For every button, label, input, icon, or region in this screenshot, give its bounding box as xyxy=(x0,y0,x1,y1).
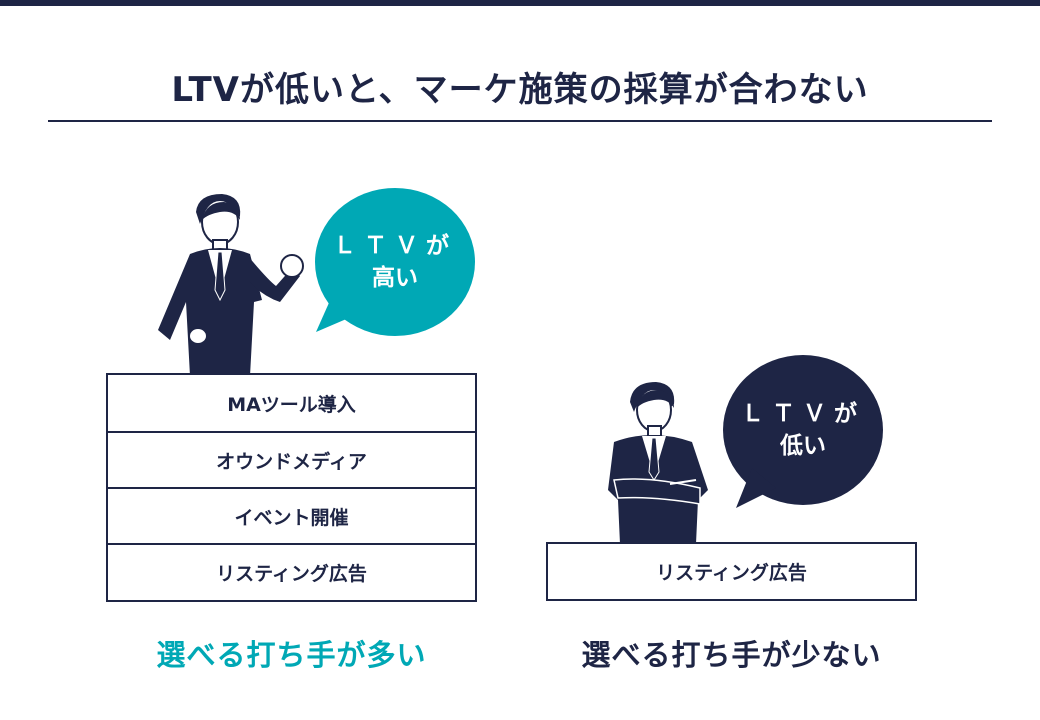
bubble-line-2: 低い xyxy=(780,433,826,459)
businessman-arms-crossed-icon xyxy=(608,382,708,544)
tactic-label: リスティング広告 xyxy=(216,563,367,585)
title-divider xyxy=(48,120,992,122)
tactic-label: イベント開催 xyxy=(234,506,349,529)
ltv-high-bubble-tail xyxy=(316,296,358,332)
ltv-low-bubble-tail xyxy=(736,468,776,508)
bubble-line-1: ＬＴＶが xyxy=(333,233,457,259)
tactic-box-listing-ads: リスティング広告 xyxy=(546,542,917,601)
right-caption: 選べる打ち手が少ない xyxy=(581,638,882,672)
businessman-fist-pump-icon xyxy=(158,194,304,376)
tactic-label: オウンドメディア xyxy=(216,450,367,473)
ltv-low-bubble: ＬＴＶが 低い xyxy=(723,355,883,505)
bubble-line-1: ＬＴＶが xyxy=(741,401,865,427)
tactic-label: MAツール導入 xyxy=(227,393,356,416)
tactic-box-listing-ads: リスティング広告 xyxy=(106,543,477,602)
page-title: LTVが低いと、マーケ施策の採算が合わない xyxy=(171,70,869,110)
tactic-box-ma-tool: MAツール導入 xyxy=(106,373,477,433)
tactic-label: リスティング広告 xyxy=(656,562,807,584)
left-caption: 選べる打ち手が多い xyxy=(156,638,427,672)
tactic-box-owned-media: オウンドメディア xyxy=(106,431,477,489)
bubble-line-2: 高い xyxy=(372,265,418,291)
tactic-box-event: イベント開催 xyxy=(106,487,477,545)
top-accent-bar xyxy=(0,0,1040,6)
